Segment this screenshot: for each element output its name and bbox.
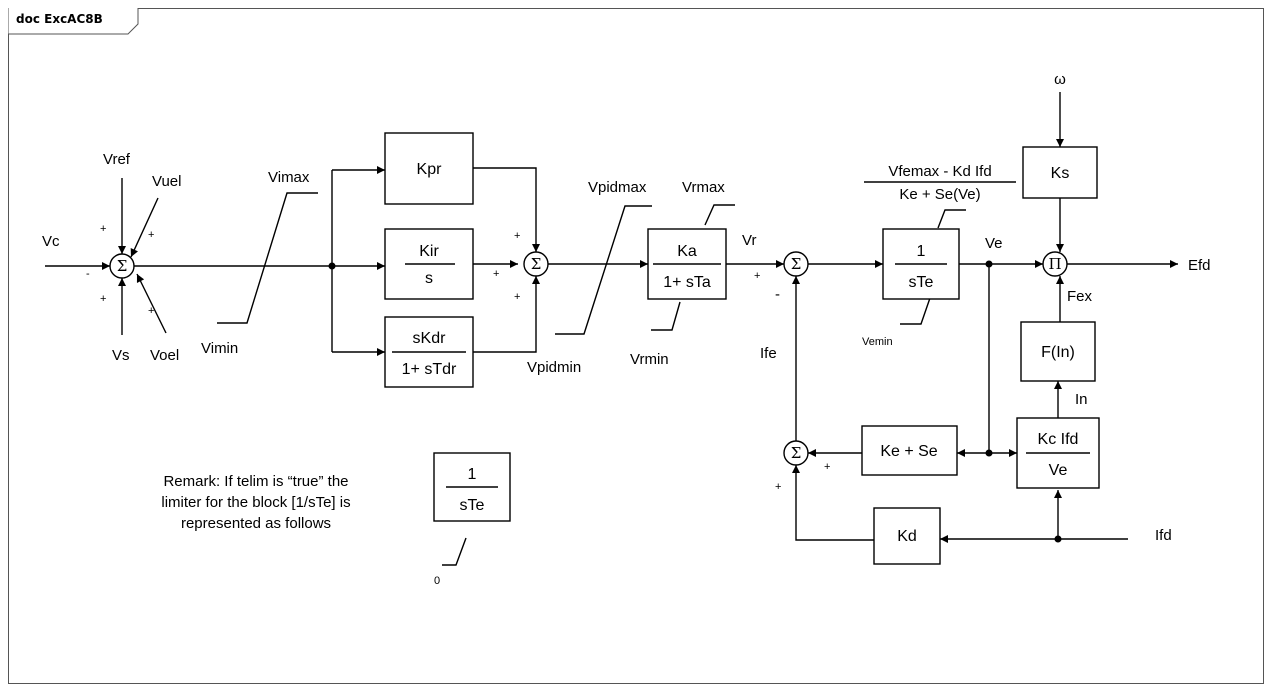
svg-text:Ks: Ks [1051,165,1070,182]
svg-text:+: + [754,270,760,282]
label-vuel: Vuel [152,173,181,190]
svg-text:-: - [775,286,780,303]
sum-junction-3: Σ [783,251,809,277]
label-vrmax: Vrmax [682,179,725,196]
label-ve: Ve [985,235,1003,252]
label-efd: Efd [1188,257,1211,274]
svg-text:Π: Π [1048,255,1061,273]
sum-junction-4: Σ [783,440,809,466]
svg-text:1+ sTdr: 1+ sTdr [402,361,457,378]
label-vs: Vs [112,347,130,364]
remark-text: Remark: If telim is “true” the limiter f… [161,473,350,532]
block-one-over-ste: 1 sTe [882,228,960,300]
label-vpidmin: Vpidmin [527,359,581,376]
sum-junction-1: Σ [109,253,135,279]
label-ife: Ife [760,345,777,362]
svg-text:sTe: sTe [460,497,485,514]
block-kpr: Kpr [384,132,474,205]
diagram-frame [8,8,1264,684]
svg-text:F(In): F(In) [1041,344,1075,361]
svg-text:1+ sTa: 1+ sTa [663,274,711,291]
svg-text:+: + [148,229,154,241]
svg-text:-: - [86,268,90,280]
label-vref: Vref [103,151,131,168]
wires [45,92,1178,543]
label-fex: Fex [1067,288,1093,305]
limiter-strokes [217,192,966,566]
svg-text:+: + [514,291,520,303]
svg-text:limiter for the block [1/sTe]: limiter for the block [1/sTe] is [161,494,350,511]
svg-text:Ke + Se: Ke + Se [880,443,937,460]
label-ifd: Ifd [1155,527,1172,544]
svg-text:Kd: Kd [897,528,917,545]
label-voel: Voel [150,347,179,364]
svg-text:Kc Ifd: Kc Ifd [1038,431,1079,448]
label-vr: Vr [742,232,756,249]
svg-text:Ve: Ve [1049,462,1068,479]
sign-labels: + + - + + + + + + - + + [86,223,830,493]
label-omega: ω [1054,71,1066,88]
block-f-in: F(In) [1020,321,1096,382]
svg-text:1: 1 [468,466,477,483]
block-ke-plus-se: Ke + Se [861,425,958,476]
block-kir-over-s: Kir s [384,228,474,300]
label-remark-min: 0 [434,575,440,587]
svg-text:+: + [100,223,106,235]
svg-text:Σ: Σ [791,255,802,273]
svg-text:+: + [775,481,781,493]
block-kd: Kd [873,507,941,565]
label-in: In [1075,391,1088,408]
svg-text:1: 1 [917,243,926,260]
svg-text:+: + [514,230,520,242]
svg-text:represented as follows: represented as follows [181,515,331,532]
block-ka: Ka 1+ sTa [647,228,727,300]
title-tab [8,8,139,35]
block-kc-ifd-over-ve: Kc Ifd Ve [1016,417,1100,489]
label-vrmin: Vrmin [630,351,669,368]
svg-text:Ka: Ka [677,243,697,260]
label-vfemax-den: Ke + Se(Ve) [899,186,980,203]
junction-dots [328,260,1062,543]
svg-text:sKdr: sKdr [413,330,447,347]
svg-text:Σ: Σ [791,444,802,462]
svg-text:+: + [100,293,106,305]
remark-block: 1 sTe [433,452,511,522]
svg-text:+: + [493,268,499,280]
label-vimax: Vimax [268,169,310,186]
sum-junction-2: Σ [523,251,549,277]
block-skdr: sKdr 1+ sTdr [384,316,474,388]
svg-text:s: s [425,270,433,287]
label-vimin: Vimin [201,340,238,357]
signal-labels: Vc Vref Vuel Vs Voel ω Ifd Efd Vimax Vim… [42,71,1211,587]
label-vemin: Vemin [862,336,893,348]
svg-text:Σ: Σ [117,257,128,275]
label-vfemax-num: Vfemax - Kd Ifd [888,163,991,180]
block-ks: Ks [1022,146,1098,199]
label-vpidmax: Vpidmax [588,179,647,196]
svg-text:Kpr: Kpr [417,161,443,178]
label-vc: Vc [42,233,60,250]
diagram-title: doc ExcAC8B [16,12,103,26]
svg-text:+: + [824,461,830,473]
svg-text:+: + [148,305,154,317]
svg-text:sTe: sTe [909,274,934,291]
product-junction: Π [1042,251,1068,277]
svg-text:Kir: Kir [419,243,439,260]
svg-text:Σ: Σ [531,255,542,273]
svg-text:Remark: If telim is “true” the: Remark: If telim is “true” the [163,473,348,490]
